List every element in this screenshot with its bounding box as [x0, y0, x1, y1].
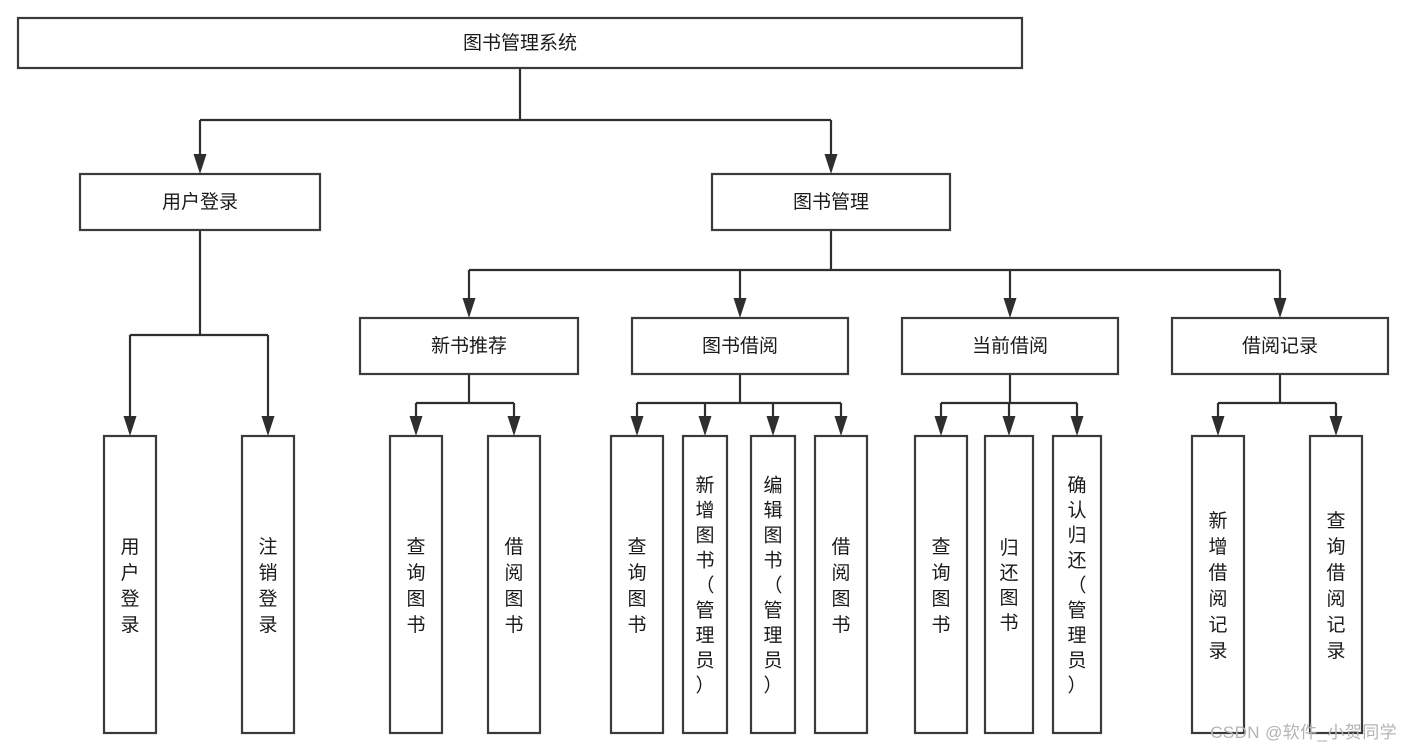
node-label: 图书管理: [793, 191, 869, 213]
node-label: 查询借阅记录: [1326, 510, 1345, 662]
connector-layer: [123, 68, 1343, 436]
node-label: 新增借阅记录: [1208, 510, 1227, 662]
node-box[interactable]: [358, 316, 580, 376]
connector-group: [462, 230, 1287, 318]
node-root[interactable]: 图书管理系统: [16, 16, 1024, 70]
node-book-borrow[interactable]: 图书借阅: [630, 316, 850, 376]
arrow-head: [507, 416, 521, 436]
node-box[interactable]: [1170, 316, 1390, 376]
node-box[interactable]: [630, 316, 850, 376]
node-user-login[interactable]: 用户登录: [78, 172, 322, 232]
node-leaf-query-book-current[interactable]: 查询图书: [913, 434, 969, 735]
node-leaf-borrow-book-rec[interactable]: 借阅图书: [486, 434, 542, 735]
arrow-head: [766, 416, 780, 436]
node-leaf-add-book[interactable]: 新增图书（管理员）: [681, 434, 729, 735]
node-box[interactable]: [388, 434, 444, 735]
node-box[interactable]: [609, 434, 665, 735]
node-box[interactable]: [983, 434, 1035, 735]
node-label: 借阅记录: [1242, 335, 1318, 357]
node-label: 注销登录: [258, 536, 277, 636]
arrow-head: [1003, 298, 1017, 318]
connector-group: [123, 230, 275, 436]
node-label: 新增图书（管理员）: [695, 475, 714, 697]
arrow-head: [698, 416, 712, 436]
node-current-borrow[interactable]: 当前借阅: [900, 316, 1120, 376]
node-label: 图书管理系统: [463, 32, 577, 54]
node-label: 查询图书: [406, 536, 425, 636]
arrow-head: [123, 416, 137, 436]
connector-group: [409, 374, 521, 436]
node-box[interactable]: [710, 172, 952, 232]
node-leaf-borrow-book[interactable]: 借阅图书: [813, 434, 869, 735]
node-leaf-confirm-return[interactable]: 确认归还（管理员）: [1051, 434, 1103, 735]
arrow-head: [261, 416, 275, 436]
node-box[interactable]: [16, 16, 1024, 70]
node-leaf-logout[interactable]: 注销登录: [240, 434, 296, 735]
node-label: 查询图书: [627, 536, 646, 636]
node-label: 编辑图书（管理员）: [763, 475, 782, 697]
node-box[interactable]: [1308, 434, 1364, 735]
arrow-head: [462, 298, 476, 318]
arrow-head: [1273, 298, 1287, 318]
node-box[interactable]: [1051, 434, 1103, 735]
arrow-head: [1211, 416, 1225, 436]
node-box[interactable]: [240, 434, 296, 735]
arrow-head: [630, 416, 644, 436]
arrow-head: [824, 154, 838, 174]
node-label: 归还图书: [999, 537, 1018, 634]
node-layer: 图书管理系统用户登录图书管理新书推荐图书借阅当前借阅借阅记录用户登录注销登录查询…: [16, 16, 1390, 735]
connector-group: [934, 374, 1084, 436]
node-leaf-add-record[interactable]: 新增借阅记录: [1190, 434, 1246, 735]
arrow-head: [1329, 416, 1343, 436]
node-label: 用户登录: [120, 537, 139, 636]
node-leaf-query-book-borrow[interactable]: 查询图书: [609, 434, 665, 735]
node-leaf-return-book[interactable]: 归还图书: [983, 434, 1035, 735]
connector-group: [1211, 374, 1343, 436]
arrow-head: [934, 416, 948, 436]
node-leaf-edit-book[interactable]: 编辑图书（管理员）: [749, 434, 797, 735]
arrow-head: [1070, 416, 1084, 436]
node-label: 借阅图书: [831, 536, 850, 636]
node-box[interactable]: [749, 434, 797, 735]
node-leaf-user-login[interactable]: 用户登录: [102, 434, 158, 735]
node-box[interactable]: [913, 434, 969, 735]
arrow-head: [1002, 416, 1016, 436]
node-box[interactable]: [1190, 434, 1246, 735]
arrow-head: [834, 416, 848, 436]
node-box[interactable]: [813, 434, 869, 735]
node-label: 图书借阅: [702, 335, 778, 357]
node-label: 当前借阅: [972, 335, 1048, 357]
node-label: 用户登录: [162, 191, 238, 213]
connector-group: [630, 374, 848, 436]
arrow-head: [733, 298, 747, 318]
node-box[interactable]: [900, 316, 1120, 376]
connector-group: [193, 68, 838, 174]
node-leaf-query-record[interactable]: 查询借阅记录: [1308, 434, 1364, 735]
node-label: 新书推荐: [431, 335, 507, 357]
node-label: 借阅图书: [504, 536, 523, 636]
node-new-book-rec[interactable]: 新书推荐: [358, 316, 580, 376]
node-label: 确认归还（管理员）: [1067, 475, 1086, 697]
arrow-head: [193, 154, 207, 174]
node-box[interactable]: [486, 434, 542, 735]
node-box[interactable]: [78, 172, 322, 232]
node-leaf-query-book-rec[interactable]: 查询图书: [388, 434, 444, 735]
node-book-manage[interactable]: 图书管理: [710, 172, 952, 232]
node-box[interactable]: [102, 434, 158, 735]
node-borrow-record[interactable]: 借阅记录: [1170, 316, 1390, 376]
watermark: CSDN @软件_小贺同学: [1210, 723, 1397, 742]
arrow-head: [409, 416, 423, 436]
node-label: 查询图书: [931, 536, 950, 636]
node-box[interactable]: [681, 434, 729, 735]
